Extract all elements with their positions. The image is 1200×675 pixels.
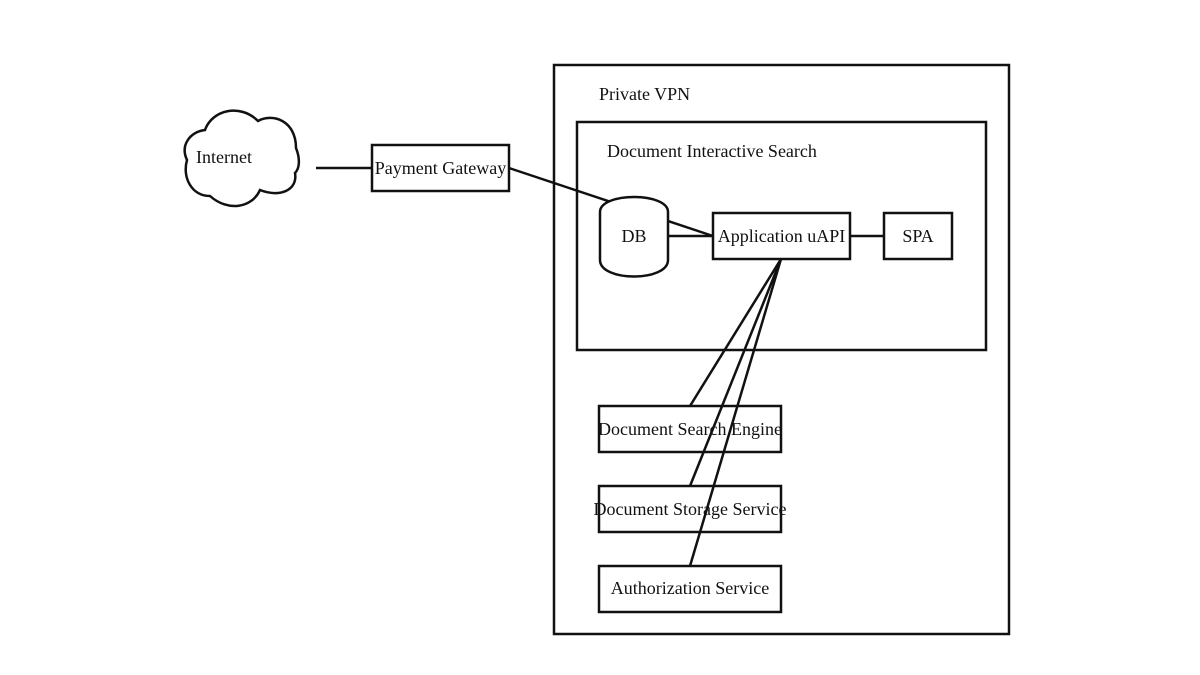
- node-internet-label: Internet: [196, 147, 252, 167]
- node-document-search-engine: Document Search Engine: [597, 404, 783, 454]
- node-authorization-service: Authorization Service: [597, 564, 783, 614]
- node-payment-gateway: Payment Gateway: [370, 143, 511, 193]
- node-internet: Internet: [183, 109, 301, 208]
- edge-application-uapi-authorization-service: [688, 258, 783, 567]
- node-document-storage-service-label: Document Storage Service: [594, 499, 787, 519]
- edge-application-uapi-storage-service: [688, 258, 783, 487]
- node-authorization-service-label: Authorization Service: [611, 578, 769, 598]
- group-private-vpn-label: Private VPN: [599, 84, 690, 104]
- node-db: DB: [598, 195, 670, 278]
- group-private-vpn: [552, 63, 1011, 636]
- node-application-uapi-label: Application uAPI: [718, 226, 846, 246]
- node-document-search-engine-label: Document Search Engine: [598, 419, 782, 439]
- node-db-label: DB: [621, 226, 646, 246]
- node-application-uapi: Application uAPI: [711, 211, 852, 261]
- node-payment-gateway-label: Payment Gateway: [375, 158, 506, 178]
- group-document-interactive-search-label: Document Interactive Search: [607, 141, 817, 161]
- node-spa: SPA: [882, 211, 954, 261]
- database-icon: [598, 195, 670, 278]
- group-document-interactive-search: [575, 120, 988, 352]
- cloud-icon: [183, 109, 301, 208]
- edge-application-uapi-search-engine: [688, 258, 783, 407]
- node-document-storage-service: Document Storage Service: [594, 484, 787, 534]
- node-spa-label: SPA: [902, 226, 933, 246]
